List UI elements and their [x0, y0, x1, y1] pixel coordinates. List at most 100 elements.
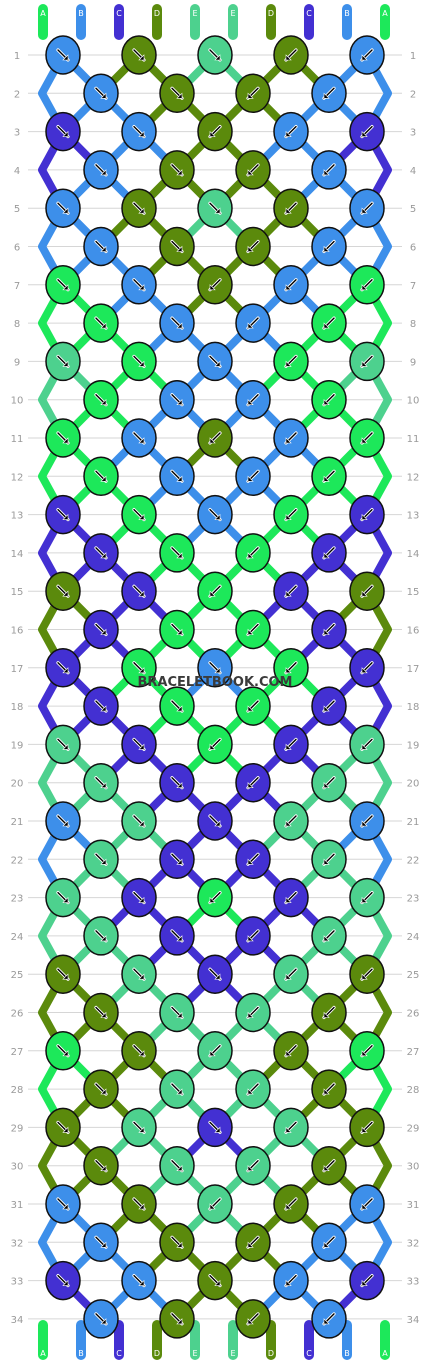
knot[interactable] — [45, 1107, 81, 1148]
knot[interactable] — [349, 35, 385, 75]
knot[interactable] — [235, 916, 271, 956]
knot[interactable] — [45, 801, 81, 841]
knot[interactable] — [45, 877, 81, 918]
knot[interactable] — [159, 1069, 195, 1109]
knot[interactable] — [83, 1299, 119, 1339]
knot[interactable] — [83, 456, 119, 497]
knot[interactable] — [311, 1069, 347, 1109]
knot[interactable] — [311, 379, 347, 420]
knot[interactable] — [235, 303, 271, 343]
knot[interactable] — [197, 494, 233, 535]
knot[interactable] — [159, 533, 195, 573]
knot[interactable] — [235, 456, 271, 497]
knot[interactable] — [159, 762, 195, 803]
knot[interactable] — [349, 1107, 385, 1148]
knot[interactable] — [273, 1260, 309, 1301]
knot[interactable] — [121, 954, 157, 994]
knot[interactable] — [159, 609, 195, 650]
knot[interactable] — [83, 992, 119, 1033]
knot[interactable] — [349, 188, 385, 228]
knot[interactable] — [349, 724, 385, 765]
knot[interactable] — [45, 1260, 81, 1301]
knot[interactable] — [235, 533, 271, 573]
knot[interactable] — [159, 73, 195, 114]
knot[interactable] — [311, 73, 347, 114]
knot[interactable] — [235, 226, 271, 267]
knot[interactable] — [349, 571, 385, 611]
knot[interactable] — [45, 341, 81, 382]
knot[interactable] — [273, 1184, 309, 1224]
knot[interactable] — [311, 1299, 347, 1339]
knot[interactable] — [197, 1184, 233, 1224]
knot[interactable] — [235, 609, 271, 650]
knot[interactable] — [273, 35, 309, 75]
knot[interactable] — [159, 839, 195, 880]
knot[interactable] — [159, 992, 195, 1033]
knot[interactable] — [45, 1184, 81, 1224]
knot[interactable] — [121, 1031, 157, 1071]
knot[interactable] — [45, 954, 81, 994]
knot[interactable] — [235, 1145, 271, 1186]
knot[interactable] — [311, 150, 347, 190]
knot[interactable] — [273, 341, 309, 382]
knot[interactable] — [349, 494, 385, 535]
knot[interactable] — [121, 265, 157, 305]
knot[interactable] — [197, 35, 233, 75]
knot[interactable] — [121, 1107, 157, 1148]
knot[interactable] — [45, 494, 81, 535]
knot[interactable] — [45, 648, 81, 688]
knot[interactable] — [159, 150, 195, 190]
knot[interactable] — [83, 916, 119, 956]
knot[interactable] — [159, 456, 195, 497]
knot[interactable] — [235, 1069, 271, 1109]
knot[interactable] — [235, 150, 271, 190]
knot[interactable] — [83, 533, 119, 573]
knot[interactable] — [235, 1222, 271, 1263]
knot[interactable] — [273, 571, 309, 611]
knot[interactable] — [349, 954, 385, 994]
knot[interactable] — [311, 762, 347, 803]
knot[interactable] — [349, 111, 385, 152]
knot[interactable] — [273, 954, 309, 994]
knot[interactable] — [45, 265, 81, 305]
knot[interactable] — [235, 686, 271, 726]
knot[interactable] — [197, 801, 233, 841]
knot[interactable] — [159, 1222, 195, 1263]
knot[interactable] — [197, 877, 233, 918]
knot[interactable] — [197, 341, 233, 382]
knot[interactable] — [273, 111, 309, 152]
knot[interactable] — [197, 1260, 233, 1301]
knot[interactable] — [83, 73, 119, 114]
knot[interactable] — [45, 1031, 81, 1071]
knot[interactable] — [197, 724, 233, 765]
knot[interactable] — [349, 265, 385, 305]
knot[interactable] — [197, 188, 233, 228]
knot[interactable] — [159, 226, 195, 267]
knot[interactable] — [83, 150, 119, 190]
knot[interactable] — [273, 1031, 309, 1071]
knot[interactable] — [349, 1260, 385, 1301]
knot[interactable] — [273, 494, 309, 535]
knot[interactable] — [121, 801, 157, 841]
knot[interactable] — [273, 418, 309, 458]
knot[interactable] — [197, 1107, 233, 1148]
knot[interactable] — [45, 418, 81, 458]
knot[interactable] — [273, 1107, 309, 1148]
knot[interactable] — [273, 188, 309, 228]
knot[interactable] — [197, 648, 233, 688]
knot[interactable] — [121, 111, 157, 152]
knot[interactable] — [159, 1145, 195, 1186]
knot[interactable] — [349, 341, 385, 382]
knot[interactable] — [197, 265, 233, 305]
knot[interactable] — [121, 724, 157, 765]
knot[interactable] — [83, 762, 119, 803]
knot[interactable] — [45, 188, 81, 228]
knot[interactable] — [197, 954, 233, 994]
knot[interactable] — [311, 226, 347, 267]
knot[interactable] — [235, 762, 271, 803]
knot[interactable] — [83, 609, 119, 650]
knot[interactable] — [235, 379, 271, 420]
knot[interactable] — [197, 111, 233, 152]
knot[interactable] — [45, 724, 81, 765]
knot[interactable] — [235, 1299, 271, 1339]
